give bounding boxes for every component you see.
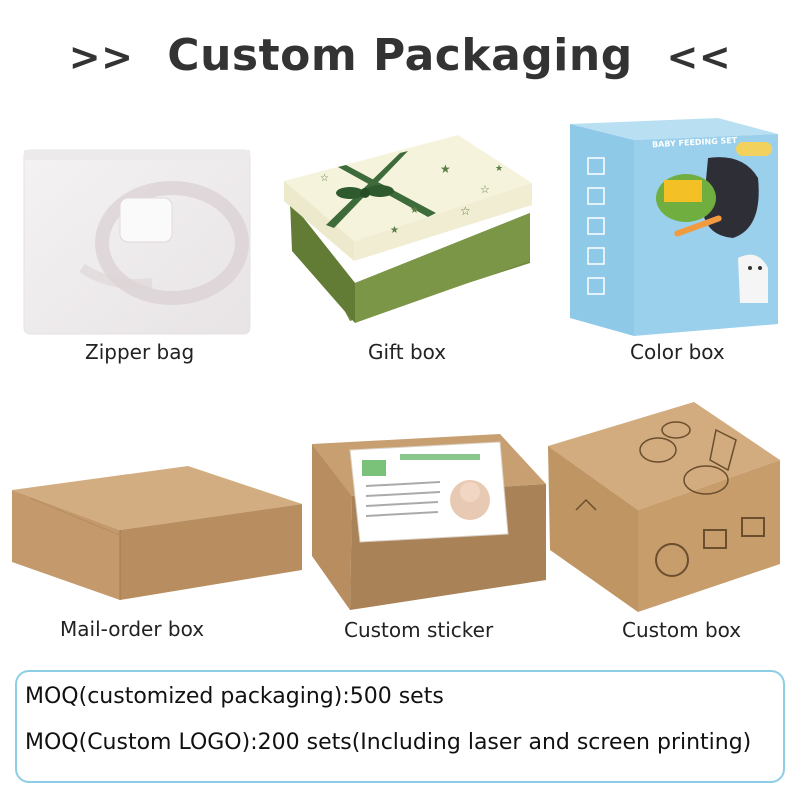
- custom-sticker-image: [312, 434, 546, 610]
- color-box-image: [570, 118, 778, 336]
- svg-text:★: ★: [440, 162, 451, 176]
- moq-logo-text: MOQ(Custom LOGO):200 sets(Including lase…: [25, 730, 752, 755]
- page-title: >> Custom Packaging <<: [0, 30, 800, 81]
- custom-box-image: [548, 402, 780, 612]
- color-box-product: BABY FEEDING SET Color box: [568, 118, 780, 364]
- svg-text:★: ★: [410, 205, 419, 216]
- mail-order-box-label: Mail-order box: [60, 617, 205, 641]
- zipper-bag-label: Zipper bag: [85, 340, 195, 364]
- svg-text:★: ★: [390, 225, 399, 236]
- color-box-label: Color box: [630, 340, 725, 364]
- zipper-bag-product: Zipper bag: [22, 148, 252, 364]
- custom-sticker-product: Custom sticker: [310, 430, 550, 642]
- custom-box-label: Custom box: [622, 618, 742, 642]
- svg-text:★: ★: [495, 164, 503, 174]
- moq-info-box: MOQ(customized packaging):500 sets MOQ(C…: [15, 670, 785, 783]
- title-arrow-left: >>: [68, 35, 134, 79]
- mail-order-box-product: Mail-order box: [10, 466, 305, 641]
- svg-text:☆: ☆: [460, 204, 471, 218]
- svg-text:☆: ☆: [480, 183, 490, 196]
- gift-box-image: ★ ☆ ★ ☆ ☆ ★ ★: [284, 135, 532, 323]
- custom-box-product: Custom box: [546, 400, 782, 642]
- moq-packaging-text: MOQ(customized packaging):500 sets: [25, 684, 444, 709]
- custom-sticker-label: Custom sticker: [344, 618, 494, 642]
- gift-box-product: ★ ☆ ★ ☆ ☆ ★ ★ Gift box: [280, 133, 540, 364]
- mail-order-box-image: [12, 466, 302, 600]
- zipper-bag-image: [23, 149, 251, 335]
- title-text: Custom Packaging: [167, 30, 633, 81]
- gift-box-label: Gift box: [368, 340, 447, 364]
- title-arrow-right: <<: [666, 35, 732, 79]
- svg-text:☆: ☆: [320, 173, 329, 184]
